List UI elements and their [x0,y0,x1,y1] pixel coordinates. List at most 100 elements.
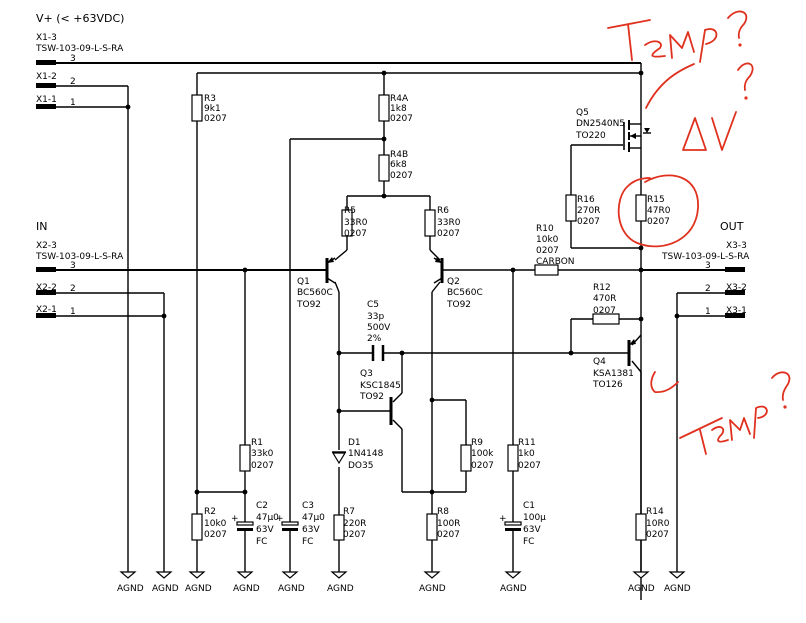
svg-text:2: 2 [70,284,76,294]
svg-text:AGND: AGND [419,584,446,594]
svg-text:0207: 0207 [437,229,460,239]
svg-text:63V: 63V [256,525,274,535]
svg-text:1: 1 [70,98,76,108]
r16-body [565,194,577,222]
r9-body [460,444,472,472]
annotation-circle-r15 [617,174,699,248]
svg-text:10k0: 10k0 [536,235,559,245]
svg-text:0207: 0207 [593,306,616,316]
svg-text:X2-2: X2-2 [36,283,57,293]
svg-text:DO35: DO35 [348,461,373,471]
svg-text:TO92: TO92 [446,300,471,310]
svg-text:0207: 0207 [204,114,227,124]
svg-text:TO220: TO220 [575,131,606,141]
svg-text:AGND: AGND [185,584,212,594]
svg-text:X1-2: X1-2 [36,72,57,82]
red-annotations [607,10,791,455]
svg-text:D1: D1 [348,438,361,448]
svg-text:TO126: TO126 [592,380,623,390]
svg-text:AGND: AGND [278,584,305,594]
svg-text:AGND: AGND [327,584,354,594]
svg-text:Q5: Q5 [576,108,589,118]
svg-text:R2: R2 [204,507,216,517]
svg-text:Q1: Q1 [297,277,310,287]
r6-body [424,209,436,237]
out-label: OUT [720,220,744,233]
svg-text:2%: 2% [367,334,382,344]
svg-text:0207: 0207 [471,461,494,471]
svg-text:DN2540N5: DN2540N5 [576,119,625,129]
svg-text:C1: C1 [523,501,535,511]
svg-text:10R0: 10R0 [646,519,670,529]
labels: V+ (< +63VDC) X1-3 TSW-103-09-L-S-RA 3 X… [35,12,750,594]
r8-body [426,513,438,541]
svg-text:3: 3 [705,261,711,271]
svg-text:63V: 63V [302,525,320,535]
svg-text:R11: R11 [518,438,536,448]
svg-text:+: + [231,514,239,524]
svg-text:BC560C: BC560C [297,288,333,298]
svg-text:R10: R10 [536,224,554,234]
svg-text:X3-2: X3-2 [726,283,747,293]
svg-text:10k0: 10k0 [204,519,227,529]
r4a-body [378,94,390,122]
diode-d1 [331,451,347,465]
svg-text:AGND: AGND [152,584,179,594]
connector-pads [36,60,745,318]
svg-text:X2-3: X2-3 [36,241,57,251]
svg-text:3: 3 [70,261,76,271]
svg-text:1: 1 [705,307,711,317]
capacitors: + + + [231,345,522,540]
r14-body [635,513,647,541]
svg-text:KSC1845: KSC1845 [360,381,401,391]
svg-text:0207: 0207 [646,530,669,540]
svg-text:100k: 100k [471,449,494,459]
svg-text:AGND: AGND [500,584,527,594]
svg-text:R3: R3 [204,94,216,104]
r15-body [635,194,647,222]
svg-text:3: 3 [70,54,76,64]
svg-text:6k8: 6k8 [390,160,407,170]
svg-text:R5: R5 [344,206,356,216]
r10-body [534,264,559,276]
r11-body [507,444,519,472]
svg-text:X3-1: X3-1 [726,306,747,316]
svg-text:1N4148: 1N4148 [348,449,384,459]
svg-text:TSW-103-09-L-S-RA: TSW-103-09-L-S-RA [35,44,124,54]
svg-text:AGND: AGND [664,584,691,594]
svg-text:R15: R15 [647,195,665,205]
junctions [125,70,680,495]
svg-text:1k0: 1k0 [518,449,535,459]
svg-text:X1-1: X1-1 [36,95,57,105]
supply-label: V+ (< +63VDC) [36,12,124,25]
resistors [191,94,647,541]
svg-text:R6: R6 [437,206,449,216]
svg-text:500V: 500V [367,323,391,333]
svg-text:33R0: 33R0 [437,218,461,228]
svg-text:C5: C5 [367,300,379,310]
r4b-body [378,154,390,182]
svg-text:0207: 0207 [343,530,366,540]
svg-text:R16: R16 [577,195,595,205]
svg-text:R7: R7 [343,507,355,517]
svg-text:0207: 0207 [536,246,559,256]
svg-text:1k8: 1k8 [390,104,407,114]
svg-text:R8: R8 [437,507,449,517]
r1-body [239,444,251,472]
svg-text:KSA1381: KSA1381 [593,369,634,379]
svg-text:TO92: TO92 [296,300,321,310]
svg-text:0207: 0207 [251,461,274,471]
svg-text:220R: 220R [343,519,366,529]
svg-text:X2-1: X2-1 [36,305,57,315]
svg-text:0207: 0207 [204,530,227,540]
r7-body [333,514,345,541]
svg-text:R4A: R4A [390,94,409,104]
svg-text:47R0: 47R0 [647,206,671,216]
in-label: IN [36,220,47,233]
svg-text:+: + [276,514,284,524]
svg-text:100µ: 100µ [523,513,546,523]
svg-text:Q4: Q4 [593,357,606,367]
svg-text:CARBON: CARBON [536,257,575,267]
svg-text:FC: FC [523,537,534,547]
